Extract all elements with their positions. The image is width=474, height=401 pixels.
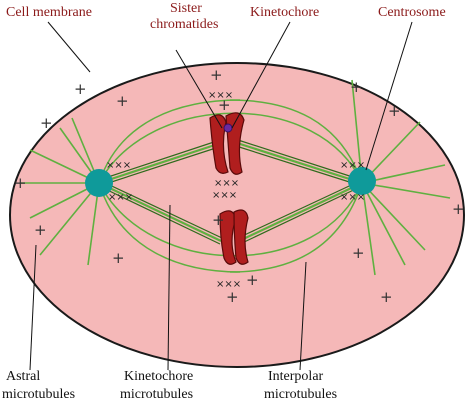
centrosome-left xyxy=(85,169,113,197)
lower-chromatid-right xyxy=(233,209,249,265)
plus-sign: + xyxy=(226,288,239,306)
leader-cell-membrane xyxy=(47,21,91,73)
label-interpolar-line1: Interpolar xyxy=(268,369,324,384)
cross-marker: ××× xyxy=(212,190,237,201)
label-astral-line1: Astral xyxy=(6,369,40,384)
cross-marker: ××× xyxy=(340,192,365,203)
kinetochore-microtubules xyxy=(98,139,363,245)
lower-chromosome xyxy=(219,209,249,265)
plus-sign: + xyxy=(116,92,129,110)
label-kinetochore: Kinetochore xyxy=(250,5,319,20)
leader-interpolar xyxy=(299,261,307,371)
plus-sign: + xyxy=(388,102,401,120)
cross-marker: ××× xyxy=(108,192,133,203)
cross-marker: ××× xyxy=(208,90,233,101)
plus-sign: + xyxy=(452,200,465,218)
leader-lines xyxy=(29,21,413,371)
plus-sign: + xyxy=(350,78,363,96)
plus-sign: + xyxy=(74,80,87,98)
plus-sign: + xyxy=(352,244,365,262)
plus-sign: + xyxy=(14,174,27,192)
label-kinetochore-mt-line2: microtubules xyxy=(120,387,193,401)
label-astral-line2: microtubules xyxy=(2,387,75,401)
lower-chromatid-left xyxy=(219,210,237,265)
plus-sign: + xyxy=(380,288,393,306)
plus-sign: + xyxy=(218,96,231,114)
plus-sign: + xyxy=(212,211,225,229)
leader-kinetochore-mt xyxy=(167,204,171,371)
label-centrosome: Centrosome xyxy=(378,5,446,20)
cross-marker: ××× xyxy=(340,160,365,171)
plus-sign: + xyxy=(210,66,223,84)
leader-sister-chromatides xyxy=(175,49,223,129)
label-cell-membrane: Cell membrane xyxy=(6,5,92,20)
plus-signs: + + + + + + + + + + + + + + + + xyxy=(14,66,465,306)
label-sister-line2: chromatides xyxy=(150,17,218,32)
label-kinetochore-mt-line1: Kinetochore xyxy=(124,369,193,384)
cross-marker: ××× xyxy=(214,178,239,189)
microtubule-end-markers: ××× ××× ××× ××× ××× ××× ××× ××× xyxy=(106,90,365,290)
plus-sign: + xyxy=(112,249,125,267)
plus-sign: + xyxy=(40,114,53,132)
cross-marker: ××× xyxy=(106,160,131,171)
label-interpolar-line2: microtubules xyxy=(264,387,337,401)
label-sister-line1: Sister xyxy=(170,1,202,16)
upper-chromatid-left xyxy=(209,114,229,174)
leader-kinetochore xyxy=(231,21,291,129)
leader-centrosome xyxy=(365,21,413,171)
cross-marker: ××× xyxy=(216,279,241,290)
centrosome-right xyxy=(348,167,376,195)
leader-astral xyxy=(29,244,37,371)
upper-chromosome xyxy=(209,112,245,175)
plus-sign: + xyxy=(34,221,47,239)
plus-sign: + xyxy=(246,271,259,289)
